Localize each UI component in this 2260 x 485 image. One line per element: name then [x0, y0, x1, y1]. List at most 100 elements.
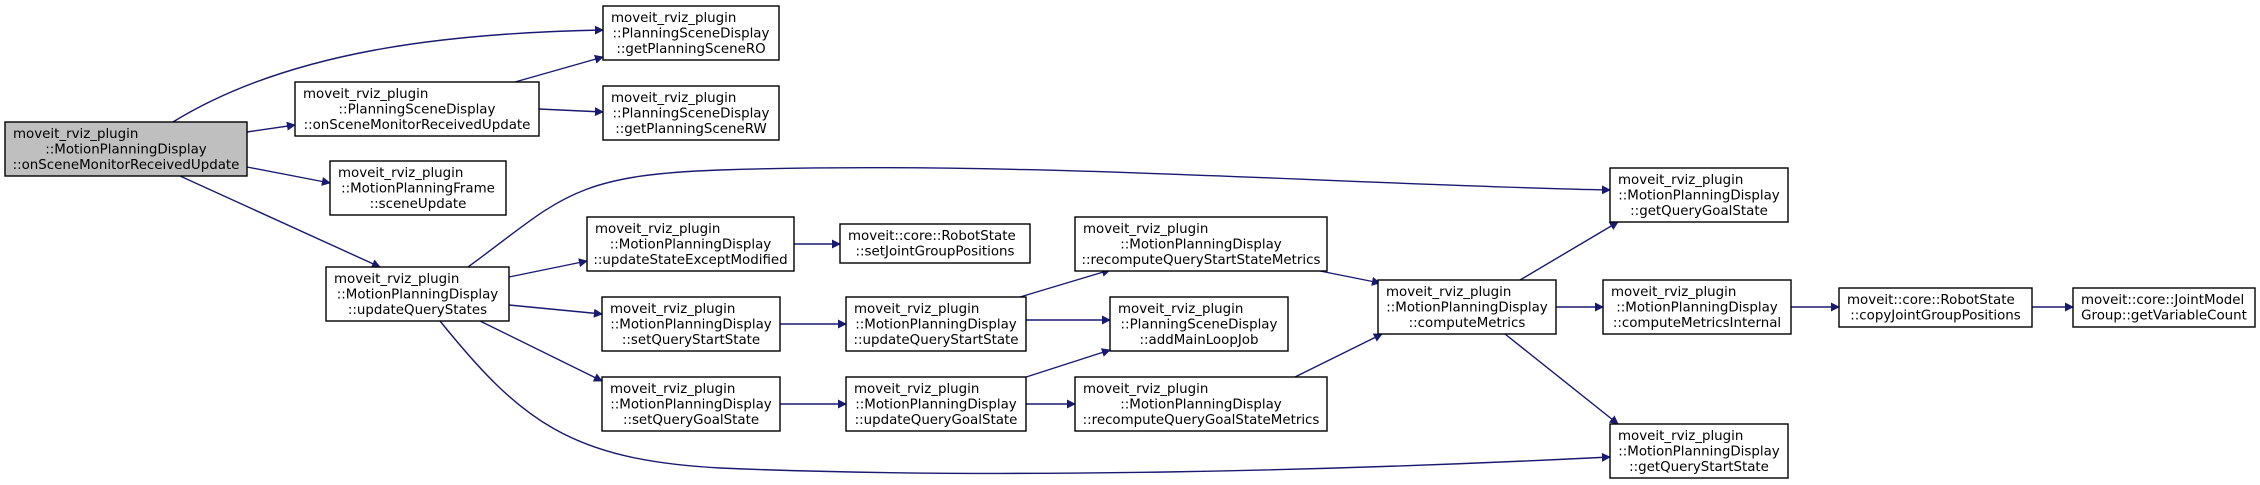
node-set-joint-group-positions[interactable]: moveit::core::RobotState::setJointGroupP…: [839, 223, 1031, 264]
node-label-line: ::recomputeQueryGoalStateMetrics: [1083, 413, 1320, 428]
node-label-line: moveit_rviz_plugin: [1083, 382, 1208, 397]
edge-update-query-states-to-get-query-start-state: [439, 320, 1611, 475]
node-box: [294, 81, 540, 137]
node-label-line: ::MotionPlanningDisplay: [855, 317, 1017, 332]
node-box: [839, 223, 1031, 264]
node-label-line: ::PlanningSceneDisplay: [1121, 317, 1278, 332]
node-update-state-except-modified[interactable]: moveit_rviz_plugin::MotionPlanningDispla…: [586, 216, 795, 272]
node-label-line: ::getPlanningSceneRW: [615, 122, 767, 137]
node-compute-metrics-internal[interactable]: moveit_rviz_plugin::MotionPlanningDispla…: [1602, 279, 1792, 335]
node-recompute-start[interactable]: moveit_rviz_plugin::MotionPlanningDispla…: [1074, 216, 1328, 272]
edge-update-query-states-to-set-query-start-state: [508, 304, 603, 318]
node-label-line: moveit_rviz_plugin: [334, 272, 459, 287]
node-label-line: moveit_rviz_plugin: [595, 222, 720, 237]
node-box: [1609, 423, 1789, 479]
node-box: [1602, 279, 1792, 335]
node-update-query-start-state[interactable]: moveit_rviz_plugin::MotionPlanningDispla…: [845, 296, 1027, 352]
node-label-line: ::MotionPlanningDisplay: [1618, 444, 1780, 459]
node-set-query-start-state[interactable]: moveit_rviz_plugin::MotionPlanningDispla…: [601, 296, 781, 352]
node-box: [1074, 376, 1328, 432]
node-get-query-start-state[interactable]: moveit_rviz_plugin::MotionPlanningDispla…: [1609, 423, 1789, 479]
edge-update-query-states-to-update-state-except-modified: [508, 258, 588, 278]
node-label-line: ::MotionPlanningDisplay: [610, 237, 772, 252]
node-label-line: moveit_rviz_plugin: [1618, 173, 1743, 188]
node-label-line: ::PlanningSceneDisplay: [613, 106, 770, 121]
node-label-line: ::MotionPlanningDisplay: [1618, 188, 1780, 203]
node-compute-metrics[interactable]: moveit_rviz_plugin::MotionPlanningDispla…: [1377, 279, 1557, 335]
edge-root-to-get-planning-scene-ro: [172, 25, 604, 123]
node-label-line: ::updateQueryStartState: [853, 333, 1018, 348]
node-label-line: moveit_rviz_plugin: [611, 91, 736, 106]
edge-root-to-scene-update: [246, 166, 331, 186]
node-scene-update[interactable]: moveit_rviz_plugin::MotionPlanningFrame:…: [329, 160, 507, 216]
edge-update-query-start-state-to-recompute-start: [1019, 268, 1111, 298]
node-update-query-goal-state[interactable]: moveit_rviz_plugin::MotionPlanningDispla…: [845, 376, 1027, 432]
node-label-line: ::updateStateExceptModified: [593, 253, 787, 268]
node-label-line: ::recomputeQueryStartStateMetrics: [1081, 253, 1320, 268]
node-box: [1609, 167, 1789, 223]
node-box: [2072, 287, 2256, 328]
node-label-line: ::MotionPlanningDisplay: [610, 397, 772, 412]
node-label-line: ::setJointGroupPositions: [856, 245, 1015, 260]
node-label-line: ::copyJointGroupPositions: [1850, 309, 2021, 324]
node-label-line: ::getPlanningSceneRO: [616, 42, 765, 57]
node-label-line: ::getQueryStartState: [1629, 460, 1769, 475]
node-label-line: ::onSceneMonitorReceivedUpdate: [13, 158, 240, 173]
edge-root-to-psd-on-scene-monitor: [246, 121, 296, 133]
node-label-line: moveit_rviz_plugin: [610, 382, 735, 397]
node-label-line: ::sceneUpdate: [370, 197, 467, 212]
node-label-line: moveit_rviz_plugin: [338, 166, 463, 181]
node-label-line: ::addMainLoopJob: [1140, 333, 1259, 348]
node-label-line: moveit::core::RobotState: [848, 229, 1016, 244]
node-get-planning-scene-rw[interactable]: moveit_rviz_plugin::PlanningSceneDisplay…: [602, 85, 780, 141]
node-get-planning-scene-ro[interactable]: moveit_rviz_plugin::PlanningSceneDisplay…: [602, 5, 780, 61]
node-psd-on-scene-monitor[interactable]: moveit_rviz_plugin::PlanningSceneDisplay…: [294, 81, 540, 137]
node-label-line: moveit_rviz_plugin: [13, 127, 138, 142]
node-label-line: moveit_rviz_plugin: [854, 382, 979, 397]
edge-recompute-goal-to-compute-metrics: [1294, 333, 1383, 378]
node-label-line: ::updateQueryStates: [348, 303, 487, 318]
node-label-line: ::MotionPlanningDisplay: [1616, 300, 1778, 315]
node-label-line: moveit_rviz_plugin: [611, 11, 736, 26]
edge-compute-metrics-to-get-query-goal-state: [1519, 221, 1619, 281]
node-label-line: ::MotionPlanningDisplay: [337, 287, 499, 302]
edge-psd-on-scene-monitor-to-get-planning-scene-rw: [538, 107, 604, 117]
edge-root-to-update-query-states: [179, 175, 381, 268]
node-label-line: ::getQueryGoalState: [1630, 204, 1768, 219]
edge-psd-on-scene-monitor-to-get-planning-scene-ro: [514, 54, 604, 83]
node-box: [1074, 216, 1328, 272]
node-box: [1109, 296, 1289, 352]
node-label-line: ::MotionPlanningDisplay: [1120, 237, 1282, 252]
node-label-line: ::MotionPlanningFrame: [341, 181, 495, 196]
node-box: [4, 121, 248, 177]
node-label-line: ::updateQueryGoalState: [855, 413, 1018, 428]
node-label-line: moveit_rviz_plugin: [303, 87, 428, 102]
node-box: [329, 160, 507, 216]
node-label-line: ::setQueryStartState: [622, 333, 760, 348]
node-get-query-goal-state[interactable]: moveit_rviz_plugin::MotionPlanningDispla…: [1609, 167, 1789, 223]
node-box: [602, 5, 780, 61]
node-box: [586, 216, 795, 272]
node-label-line: ::onSceneMonitorReceivedUpdate: [304, 118, 531, 133]
node-box: [601, 376, 781, 432]
node-label-line: moveit_rviz_plugin: [854, 302, 979, 317]
node-update-query-states[interactable]: moveit_rviz_plugin::MotionPlanningDispla…: [325, 266, 510, 322]
node-box: [1377, 279, 1557, 335]
node-add-main-loop-job[interactable]: moveit_rviz_plugin::PlanningSceneDisplay…: [1109, 296, 1289, 352]
node-label-line: moveit::core::JointModel: [2081, 293, 2244, 308]
node-label-line: moveit_rviz_plugin: [1118, 302, 1243, 317]
edge-compute-metrics-to-get-query-start-state: [1504, 333, 1619, 425]
node-set-query-goal-state[interactable]: moveit_rviz_plugin::MotionPlanningDispla…: [601, 376, 781, 432]
edge-update-query-states-to-set-query-goal-state: [479, 320, 603, 382]
node-box: [325, 266, 510, 322]
node-label-line: ::PlanningSceneDisplay: [339, 102, 496, 117]
node-box: [1838, 287, 2033, 328]
node-get-variable-count[interactable]: moveit::core::JointModelGroup::getVariab…: [2072, 287, 2256, 328]
node-label-line: Group::getVariableCount: [2081, 309, 2247, 324]
node-copy-joint-group-positions[interactable]: moveit::core::RobotState::copyJointGroup…: [1838, 287, 2033, 328]
node-label-line: ::computeMetrics: [1409, 316, 1526, 331]
node-recompute-goal[interactable]: moveit_rviz_plugin::MotionPlanningDispla…: [1074, 376, 1328, 432]
edge-recompute-start-to-compute-metrics: [1319, 270, 1381, 286]
node-label-line: ::MotionPlanningDisplay: [1120, 397, 1282, 412]
